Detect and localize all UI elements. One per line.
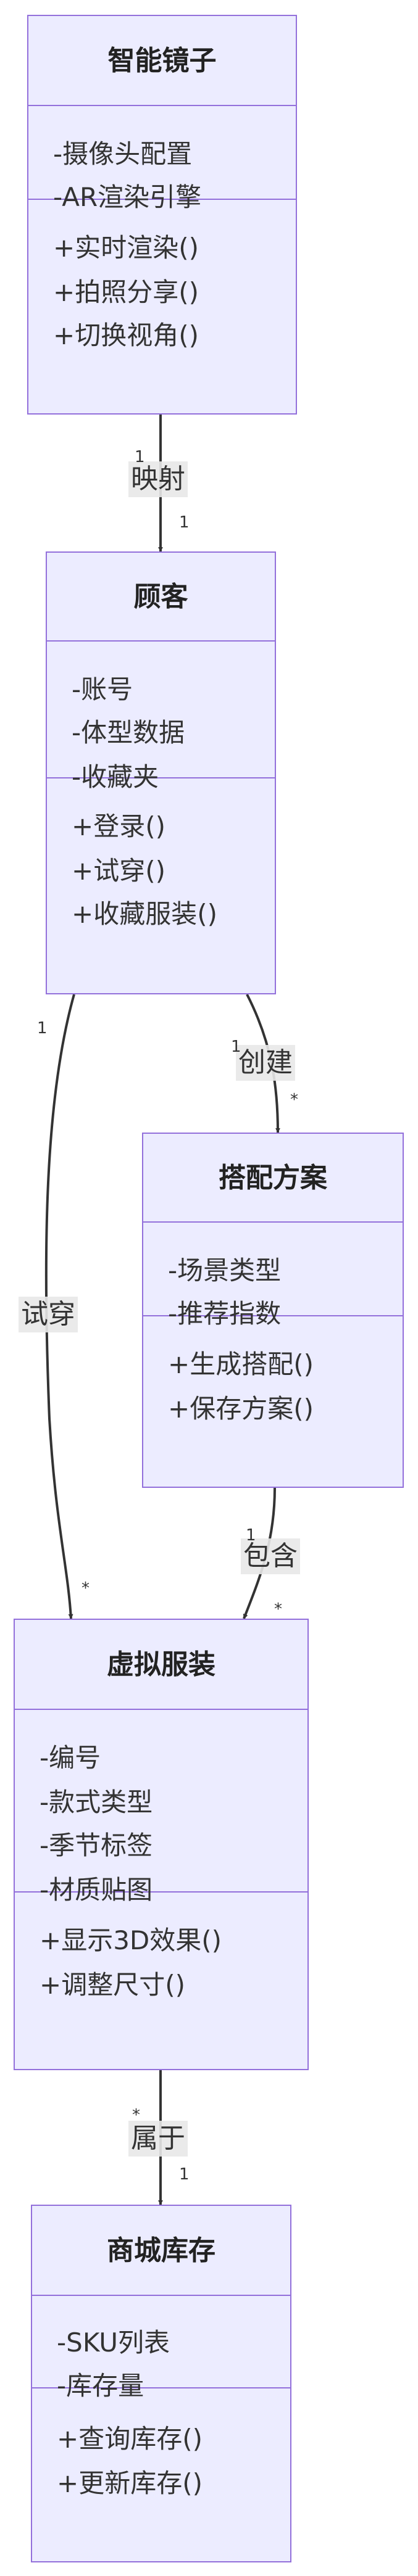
class-box-outfit[interactable]: 搭配方案 -场景类型 -推荐指数 +生成搭配() +保存方案() [142, 1133, 404, 1488]
class-title-garment: 虚拟服装 [15, 1620, 307, 1710]
multiplicity-source: 1 [37, 1019, 48, 1038]
method-item: +实时渲染() [53, 233, 199, 263]
attribute-item: -AR渲染引擎 [53, 182, 202, 212]
multiplicity-source: 1 [231, 1038, 241, 1056]
edge-customer-garment[interactable] [44, 994, 75, 1619]
attributes-section-outfit: -场景类型 -推荐指数 [143, 1223, 403, 1329]
edge-label-outfit-garment: 包含 [241, 1538, 300, 1574]
method-item: +拍照分享() [53, 277, 199, 307]
attribute-item: -账号 [72, 674, 133, 704]
multiplicity-target: * [290, 1091, 298, 1109]
attribute-item: -库存量 [57, 2371, 144, 2401]
attributes-section-garment: -编号 -款式类型 -季节标签 -材质贴图 [15, 1710, 307, 1905]
method-item: +生成搭配() [168, 1349, 314, 1379]
class-title-outfit: 搭配方案 [143, 1134, 403, 1223]
attribute-item: -场景类型 [168, 1255, 282, 1286]
multiplicity-target: 1 [179, 513, 190, 532]
attribute-item: -季节标签 [40, 1830, 153, 1860]
class-title-stock: 商城库存 [32, 2206, 290, 2296]
attributes-section-stock: -SKU列表 -库存量 [32, 2296, 290, 2401]
class-box-customer[interactable]: 顾客 -账号 -体型数据 -收藏夹 +登录() +试穿() +收藏服装() [46, 551, 276, 994]
attributes-section-customer: -账号 -体型数据 -收藏夹 [47, 642, 275, 792]
class-box-stock[interactable]: 商城库存 -SKU列表 -库存量 +查询库存() +更新库存() [31, 2205, 291, 2562]
multiplicity-target: * [82, 1579, 90, 1598]
multiplicity-source: 1 [135, 448, 145, 466]
class-title-mirror: 智能镜子 [28, 16, 296, 106]
multiplicity-source: * [132, 2106, 140, 2124]
multiplicity-target: 1 [179, 2165, 190, 2184]
attribute-item: -摄像头配置 [53, 139, 193, 169]
class-title-customer: 顾客 [47, 553, 275, 642]
edge-label-customer-garment: 试穿 [19, 1297, 78, 1332]
method-item: +调整尺寸() [40, 1970, 185, 2000]
attribute-item: -材质贴图 [40, 1875, 153, 1905]
method-item: +保存方案() [168, 1393, 314, 1424]
attribute-item: -推荐指数 [168, 1298, 282, 1329]
method-item: +收藏服装() [72, 899, 217, 929]
edge-label-garment-stock: 属于 [128, 2121, 188, 2157]
class-box-mirror[interactable]: 智能镜子 -摄像头配置 -AR渲染引擎 +实时渲染() +拍照分享() +切换视… [27, 15, 297, 415]
method-item: +试穿() [72, 856, 165, 886]
attribute-item: -款式类型 [40, 1787, 153, 1817]
attributes-section-mirror: -摄像头配置 -AR渲染引擎 [28, 106, 296, 212]
method-item: +切换视角() [53, 320, 199, 350]
method-item: +更新库存() [57, 2468, 203, 2498]
edge-label-mirror-customer: 映射 [128, 461, 188, 497]
attribute-item: -收藏夹 [72, 762, 159, 792]
method-item: +显示3D效果() [40, 1925, 222, 1955]
edge-label-customer-outfit: 创建 [236, 1045, 295, 1081]
multiplicity-target: * [274, 1600, 282, 1619]
attribute-item: -SKU列表 [57, 2327, 170, 2358]
class-box-garment[interactable]: 虚拟服装 -编号 -款式类型 -季节标签 -材质贴图 +显示3D效果() +调整… [14, 1619, 309, 2070]
multiplicity-source: 1 [246, 1526, 256, 1545]
method-item: +登录() [72, 811, 165, 841]
method-item: +查询库存() [57, 2424, 203, 2454]
attribute-item: -编号 [40, 1743, 101, 1773]
attribute-item: -体型数据 [72, 717, 185, 748]
